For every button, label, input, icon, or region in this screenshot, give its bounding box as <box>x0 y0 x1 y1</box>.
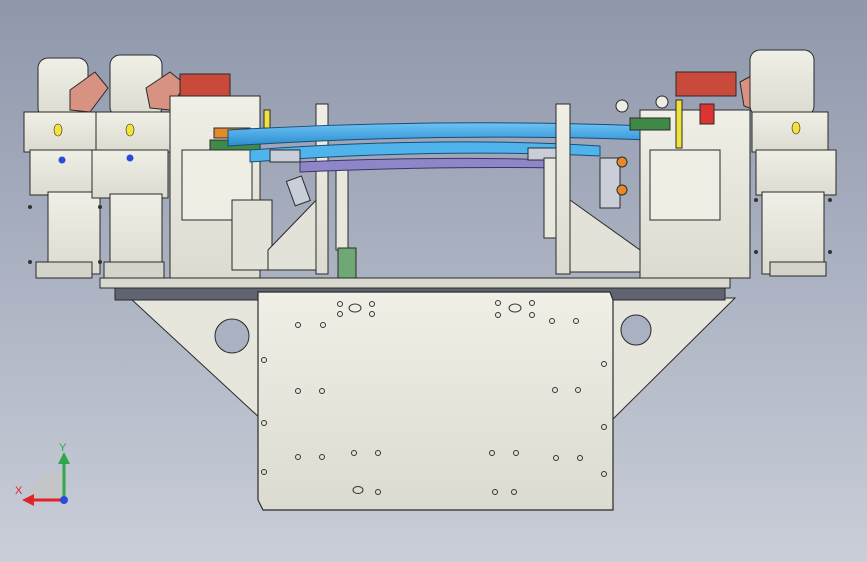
cylinder-assembly-right <box>749 49 837 277</box>
base-plate <box>257 291 614 511</box>
locator-tower-right <box>543 103 641 275</box>
cylinder-assembly-left <box>23 57 102 279</box>
z-axis-dot <box>60 496 68 504</box>
base-wing-left <box>128 297 263 422</box>
triad-x-label: X <box>15 485 23 497</box>
base-wing-right <box>611 297 737 422</box>
rail-assembly <box>227 122 651 173</box>
fixture-block-right <box>615 95 751 279</box>
triad-y-label: Y <box>59 442 67 454</box>
fixture-block-left <box>169 95 273 279</box>
